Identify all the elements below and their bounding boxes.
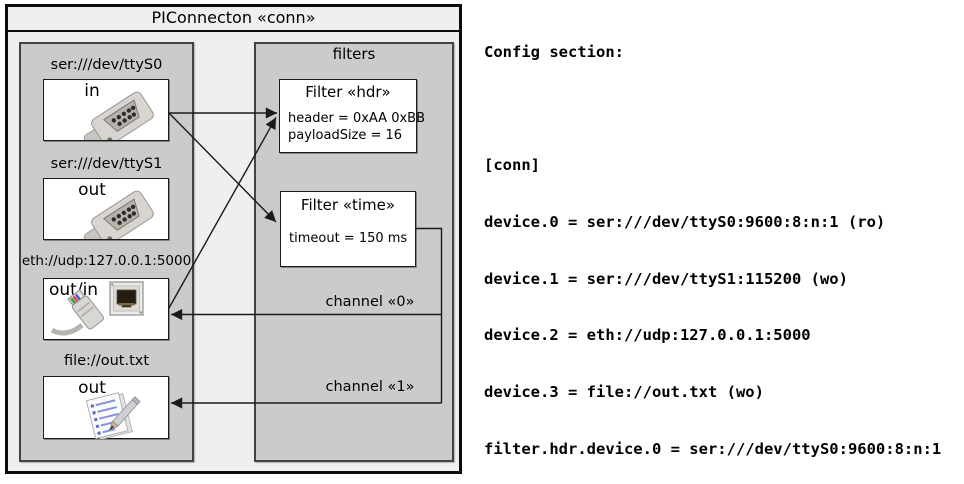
ethernet-port-icon: [109, 281, 144, 316]
device-direction-label: out: [78, 180, 106, 200]
config-section-header: [conn]: [484, 156, 540, 175]
device-box-serial-out: out: [43, 178, 169, 240]
device-direction-label: in: [84, 81, 100, 101]
ethernet-icon: [50, 281, 144, 336]
filter-property: payloadSize = 16: [288, 128, 403, 143]
config-blank-line: [484, 100, 964, 119]
device-box-file: out: [43, 376, 169, 439]
filter-property: header = 0xAA 0xBB: [288, 111, 426, 126]
serial-connector-icon: [83, 91, 154, 140]
config-line: filter.hdr.device.0 = ser:///dev/ttyS0:9…: [484, 439, 942, 458]
device-uri-label: eth://udp:127.0.0.1:5000: [21, 253, 192, 269]
device-uri-label: file://out.txt: [63, 353, 150, 369]
channel-label-0: channel «0»: [325, 294, 415, 310]
serial-connector-icon: [83, 190, 154, 239]
config-panel: Config section: [conn] device.0 = ser://…: [484, 5, 964, 484]
notepad-icon: [85, 392, 141, 439]
pencil-icon: [108, 396, 141, 432]
filter-box-time: Filter «time» timeout = 150 ms: [280, 191, 416, 267]
device-direction-label: out: [78, 378, 106, 398]
device-uri-label: ser:///dev/ttyS0: [50, 57, 163, 73]
config-line: device.1 = ser:///dev/ttyS1:115200 (wo): [484, 269, 848, 288]
config-line: device.3 = file://out.txt (wo): [484, 383, 764, 402]
device-box-serial-in: in: [43, 79, 169, 141]
device-box-ethernet: out/in: [43, 278, 169, 340]
filter-title: Filter «hdr»: [305, 83, 391, 101]
ethernet-cable-icon: [50, 289, 105, 336]
filters-container-title: filters: [332, 45, 376, 63]
device-uri-label: ser:///dev/ttyS1: [50, 156, 163, 172]
config-line: device.2 = eth://udp:127.0.0.1:5000: [484, 326, 811, 345]
filter-box-hdr: Filter «hdr» header = 0xAA 0xBB payloadS…: [279, 79, 425, 153]
diagram-title: PIConnecton «conn»: [5, 4, 462, 32]
config-heading: Config section:: [484, 42, 624, 61]
channel-label-1: channel «1»: [325, 379, 415, 395]
filter-title: Filter «time»: [300, 196, 396, 214]
config-line: device.0 = ser:///dev/ttyS0:9600:8:n:1 (…: [484, 212, 886, 231]
device-direction-label: out/in: [49, 280, 99, 300]
filter-property: timeout = 150 ms: [289, 231, 408, 246]
